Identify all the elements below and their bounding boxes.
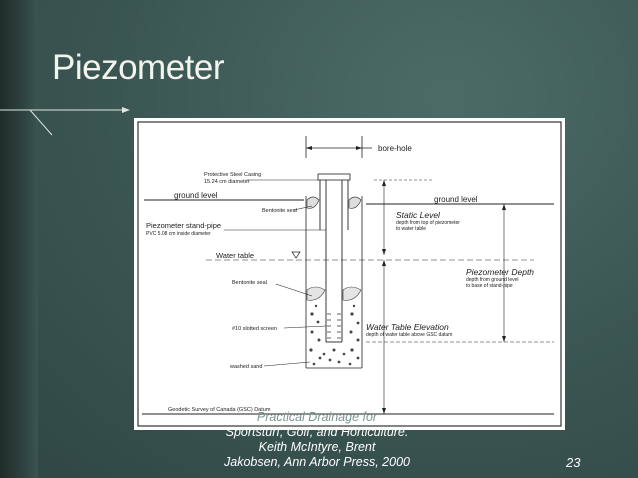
slide-title: Piezometer (52, 48, 225, 87)
piezometer-depth-note-2: to base of stand-pipe (466, 283, 513, 289)
page-number: 23 (566, 455, 581, 470)
static-level-note-2: to water table (396, 226, 426, 232)
protective-casing-label: Protective Steel Casing (204, 172, 261, 178)
static-level-note-1: depth from top of piezometer (396, 220, 460, 226)
decorative-arrow-icon (0, 107, 130, 136)
standpipe-label: Piezometer stand-pipe (146, 221, 221, 230)
ground-level-right-label: ground level (434, 195, 478, 204)
bore-hole-label: bore-hole (378, 144, 412, 153)
citation-caption: Practical Drainage for Sportsturf, Golf,… (212, 410, 422, 470)
datum-label: Geodetic Survey of Canada (GSC) Datum (168, 407, 271, 413)
casing-diameter-label: 15.24 cm diameter (204, 179, 250, 185)
water-table-elevation-label: Water Table Elevation (366, 322, 449, 332)
caption-line-4: Jakobsen, Ann Arbor Press, 2000 (224, 455, 410, 469)
water-table-elevation-note: depth of water table above GSC datum (366, 332, 452, 338)
washed-sand-label: washed sand (229, 364, 262, 370)
bentonite-seal-mid-label: Bentonite seal (232, 280, 267, 286)
caption-line-2: Sportsturf, Golf, and Horticulture. (225, 425, 409, 439)
caption-line-1: Practical Drainage for (256, 410, 378, 424)
static-level-label: Static Level (396, 210, 441, 220)
standpipe-note: PVC 5.08 cm inside diameter (146, 231, 211, 237)
water-table-label: Water table (216, 251, 254, 260)
ground-level-left-label: ground level (174, 191, 218, 200)
bentonite-seal-top-label: Bentonite seal (262, 208, 297, 214)
piezometer-depth-note-1: depth from ground level (466, 277, 519, 283)
caption-line-3: Keith McIntyre, Brent (258, 440, 376, 454)
piezometer-diagram: bore-hole ground level ground level (134, 118, 565, 430)
slotted-screen-label: #10 slotted screen (232, 326, 277, 332)
piezometer-depth-label: Piezometer Depth (466, 267, 534, 277)
decorative-left-strip (0, 0, 38, 478)
